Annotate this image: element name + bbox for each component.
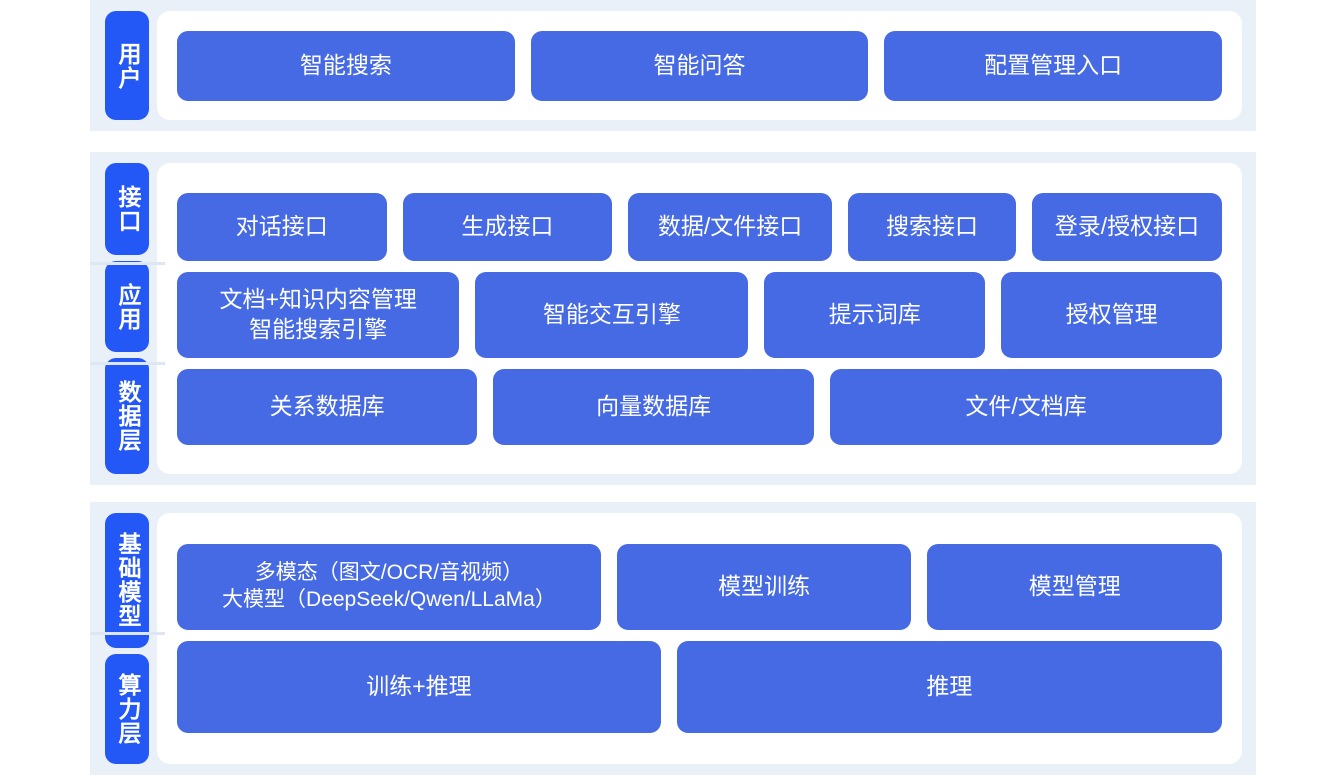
section-base-layers: 基础模型 算力层 多模态（图文/OCR/音视频） 大模型（DeepSeek/Qw… (90, 502, 1256, 775)
card-user-layer: 智能搜索 智能问答 配置管理入口 (157, 11, 1242, 120)
layer-tab-interface-label: 接口 (114, 184, 141, 233)
row-interface-apis: 对话接口 生成接口 数据/文件接口 搜索接口 登录/授权接口 (157, 192, 1242, 261)
box-file-document-store[interactable]: 文件/文档库 (830, 368, 1222, 445)
box-smart-qa[interactable]: 智能问答 (530, 30, 869, 101)
card-middle-layers: 对话接口 生成接口 数据/文件接口 搜索接口 登录/授权接口 文档+知识内容管理… (157, 163, 1242, 474)
section-user-layer: 用户 智能搜索 智能问答 配置管理入口 (90, 0, 1256, 131)
box-model-training[interactable]: 模型训练 (616, 544, 912, 630)
box-multimodal-large-model[interactable]: 多模态（图文/OCR/音视频） 大模型（DeepSeek/Qwen/LLaMa） (177, 544, 601, 630)
layer-tab-compute-label: 算力层 (114, 672, 141, 745)
row-foundation-models: 多模态（图文/OCR/音视频） 大模型（DeepSeek/Qwen/LLaMa）… (157, 544, 1242, 630)
layer-tab-foundation-model-label: 基础模型 (114, 532, 141, 629)
tab-separator-application-data (90, 362, 165, 365)
box-authorization-management[interactable]: 授权管理 (1001, 271, 1222, 358)
row-data-stores: 关系数据库 向量数据库 文件/文档库 (157, 368, 1242, 445)
tab-column-user: 用户 (90, 0, 149, 131)
layer-tab-data-label: 数据层 (114, 380, 141, 453)
row-compute-resources: 训练+推理 推理 (157, 641, 1242, 733)
row-user-entries: 智能搜索 智能问答 配置管理入口 (157, 30, 1242, 101)
box-smart-interaction-engine[interactable]: 智能交互引擎 (475, 271, 749, 358)
tab-separator-model-compute (90, 632, 165, 635)
box-generation-api[interactable]: 生成接口 (402, 192, 613, 261)
box-inference[interactable]: 推理 (676, 641, 1222, 733)
tab-column-base: 基础模型 算力层 (90, 502, 149, 775)
box-prompt-library[interactable]: 提示词库 (764, 271, 986, 358)
card-base-layers: 多模态（图文/OCR/音视频） 大模型（DeepSeek/Qwen/LLaMa）… (157, 513, 1242, 764)
tab-column-middle: 接口 应用 数据层 (90, 152, 149, 485)
box-training-inference[interactable]: 训练+推理 (177, 641, 661, 733)
layer-tab-interface[interactable]: 接口 (105, 163, 149, 255)
box-data-file-api[interactable]: 数据/文件接口 (628, 192, 833, 261)
layer-tab-data[interactable]: 数据层 (105, 358, 149, 475)
layer-tab-compute[interactable]: 算力层 (105, 653, 149, 764)
box-login-auth-api[interactable]: 登录/授权接口 (1031, 192, 1222, 261)
row-application-modules: 文档+知识内容管理 智能搜索引擎 智能交互引擎 提示词库 授权管理 (157, 271, 1242, 358)
layer-tab-application-label: 应用 (114, 282, 141, 331)
tab-separator-interface-application (90, 262, 165, 265)
box-document-knowledge-management[interactable]: 文档+知识内容管理 智能搜索引擎 (177, 271, 460, 358)
box-dialog-api[interactable]: 对话接口 (177, 192, 387, 261)
layer-tab-user-label: 用户 (114, 41, 141, 90)
layer-tab-application[interactable]: 应用 (105, 260, 149, 353)
box-smart-search[interactable]: 智能搜索 (177, 30, 515, 101)
layer-tab-foundation-model[interactable]: 基础模型 (105, 513, 149, 648)
box-search-api[interactable]: 搜索接口 (848, 192, 1016, 261)
box-model-management[interactable]: 模型管理 (927, 544, 1222, 630)
box-config-management-entry[interactable]: 配置管理入口 (884, 30, 1223, 101)
section-middle-layers: 接口 应用 数据层 对话接口 生成接口 数据/文件接口 搜索接口 登录/授权接口… (90, 152, 1256, 485)
box-relational-database[interactable]: 关系数据库 (177, 368, 478, 445)
layer-tab-user[interactable]: 用户 (105, 11, 149, 120)
box-vector-database[interactable]: 向量数据库 (493, 368, 815, 445)
